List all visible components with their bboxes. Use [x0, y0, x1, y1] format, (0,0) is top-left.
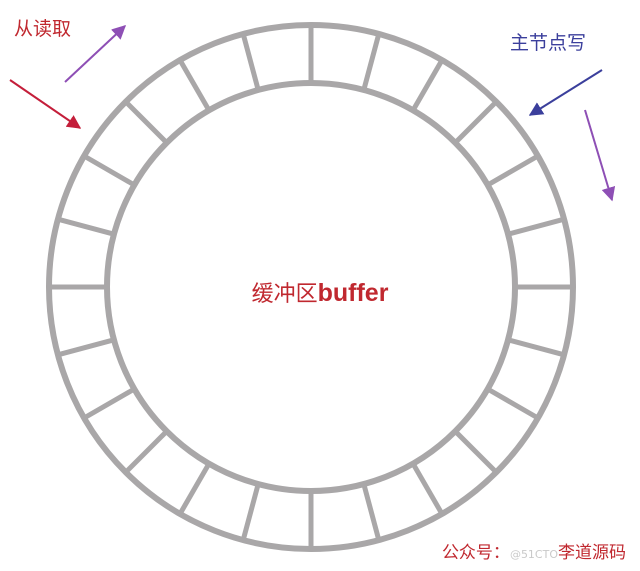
ring-segment-divider: [453, 429, 499, 475]
buffer-label-en: buffer: [317, 279, 389, 307]
slave-progress-arrow: [64, 25, 127, 83]
ring-segment-divider: [486, 153, 540, 188]
ring-segment-divider: [240, 33, 261, 91]
ring-segment-dividers: [49, 25, 573, 549]
ring-segment-divider: [410, 462, 445, 516]
ring-segment-divider: [177, 58, 212, 112]
slave-read-label: 从读取: [14, 18, 72, 40]
ring-segment-divider: [240, 483, 261, 541]
master-write-label: 主节点写: [510, 32, 587, 54]
ring-segment-divider: [57, 216, 115, 237]
master-write-arrow: [528, 69, 603, 116]
ring-segment-divider: [507, 216, 565, 237]
ring-segment-divider: [82, 153, 136, 188]
slave-read-arrow: [9, 79, 82, 129]
ring-segment-divider: [486, 386, 540, 421]
ring-segment-divider: [123, 99, 169, 145]
ring-segment-divider: [57, 337, 115, 358]
ring-segment-divider: [361, 33, 382, 91]
watermark-prefix: 公众号：: [441, 543, 510, 563]
ring-segment-divider: [177, 462, 212, 516]
watermark-faint-mark: @51CTO: [509, 548, 558, 561]
buffer-label: 缓冲区buffer: [0, 281, 640, 306]
ring-segment-divider: [82, 386, 136, 421]
ring-segment-divider: [507, 337, 565, 358]
ring-segment-divider: [453, 99, 499, 145]
ring-segment-divider: [410, 58, 445, 112]
buffer-label-cn: 缓冲区: [251, 282, 318, 307]
watermark: 公众号：@51CTO李道源码: [442, 538, 626, 563]
ring-segment-divider: [123, 429, 169, 475]
watermark-name: 李道源码: [558, 543, 626, 563]
master-progress-arrow: [584, 109, 616, 202]
ring-segment-divider: [361, 483, 382, 541]
